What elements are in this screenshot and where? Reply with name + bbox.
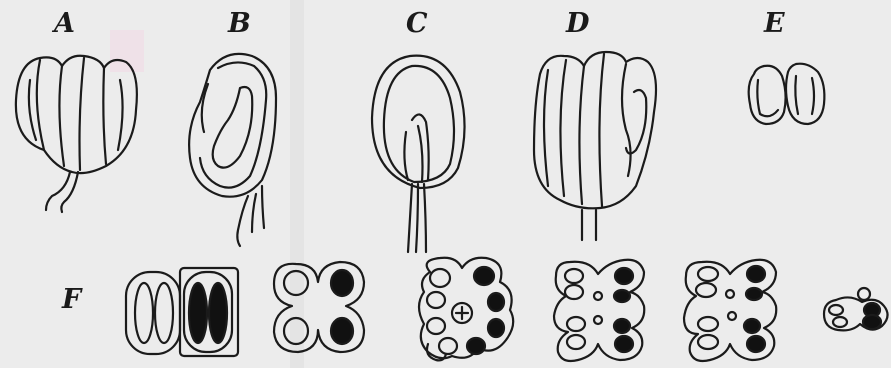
label-d: D xyxy=(566,10,589,37)
label-a: A xyxy=(54,10,75,37)
label-e: E xyxy=(764,10,785,37)
label-c: C xyxy=(406,10,428,37)
label-f: F xyxy=(62,286,81,313)
label-b: B xyxy=(228,10,251,37)
